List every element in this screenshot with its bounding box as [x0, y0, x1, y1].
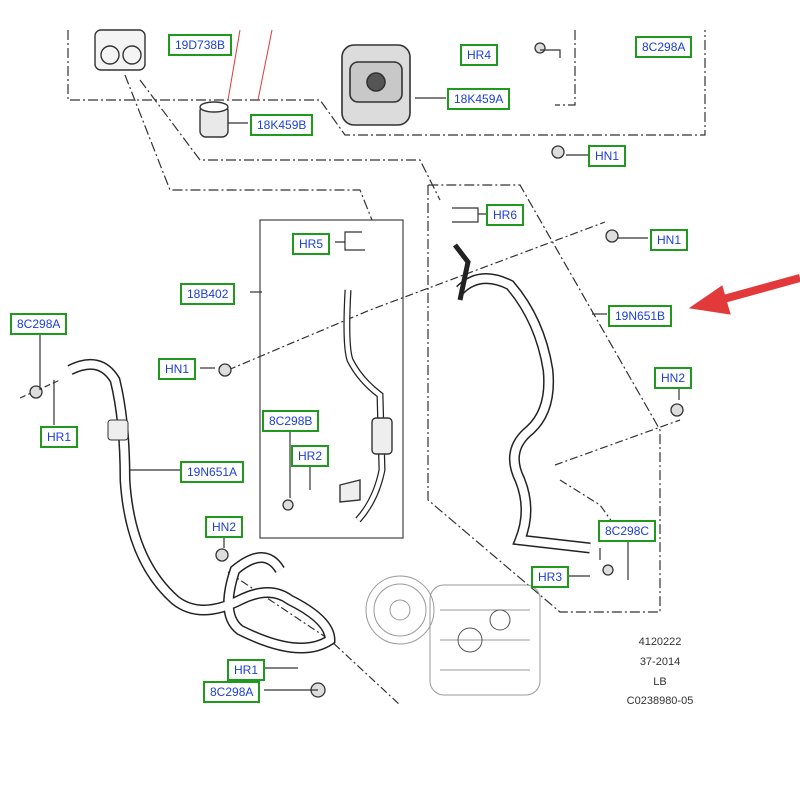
callout-HR1-bottom[interactable]: HR1: [227, 659, 266, 681]
callout-19D738B-top[interactable]: 19D738B: [168, 34, 233, 56]
callout-HR3[interactable]: HR3: [531, 566, 570, 588]
callout-HR4[interactable]: HR4: [460, 44, 499, 66]
callout-HN2-right[interactable]: HN2: [654, 367, 693, 389]
group-outline-right: [555, 30, 576, 106]
group-box-18B402: [259, 219, 404, 539]
group-outline-hose-b: [427, 184, 661, 613]
callout-8C298B[interactable]: 8C298B: [262, 410, 320, 432]
reference-number: 4120222: [638, 636, 682, 648]
part-18K459B: [199, 101, 229, 138]
hose-19N651B: [453, 243, 591, 554]
valve-assembly: [94, 29, 146, 71]
reference-illustration-id: C0238980-05: [626, 695, 694, 707]
red-guide: [227, 29, 273, 101]
callout-8C298A-top[interactable]: 8C298A: [635, 36, 693, 58]
callout-HR2[interactable]: HR2: [291, 445, 330, 467]
callout-HR6[interactable]: HR6: [486, 204, 525, 226]
reference-date: 37-2014: [639, 656, 681, 668]
fasteners: [29, 42, 684, 698]
route-line-2: [139, 79, 441, 201]
callout-HR1-left[interactable]: HR1: [40, 426, 79, 448]
route-line-3: [227, 221, 606, 371]
route-line-1: [124, 74, 373, 221]
callout-18K459A[interactable]: 18K459A: [447, 88, 511, 110]
callout-18K459B[interactable]: 18K459B: [250, 114, 314, 136]
route-line-4: [554, 419, 681, 466]
group-outline-top: [67, 30, 706, 136]
reference-variant: LB: [653, 676, 667, 688]
callout-8C298A-bottom[interactable]: 8C298A: [203, 681, 261, 703]
callout-HN1-right[interactable]: HN1: [650, 229, 689, 251]
callout-18B402[interactable]: 18B402: [180, 283, 236, 305]
callout-19N651B[interactable]: 19N651B: [608, 305, 673, 327]
callout-HR5[interactable]: HR5: [292, 233, 331, 255]
callout-HN2-left[interactable]: HN2: [205, 516, 244, 538]
leader-lines: [39, 49, 680, 691]
callout-8C298C[interactable]: 8C298C: [598, 520, 657, 542]
callout-HN1-top[interactable]: HN1: [588, 145, 627, 167]
hose-19N651A: [67, 358, 336, 654]
part-18K459A: [341, 44, 411, 126]
callout-HN1-mid[interactable]: HN1: [158, 358, 197, 380]
compressor: [365, 575, 541, 696]
callout-19N651A[interactable]: 19N651A: [180, 461, 245, 483]
pointer-arrow: [688, 274, 800, 315]
hose-18B402: [339, 289, 393, 523]
callout-8C298A-left[interactable]: 8C298A: [10, 313, 68, 335]
